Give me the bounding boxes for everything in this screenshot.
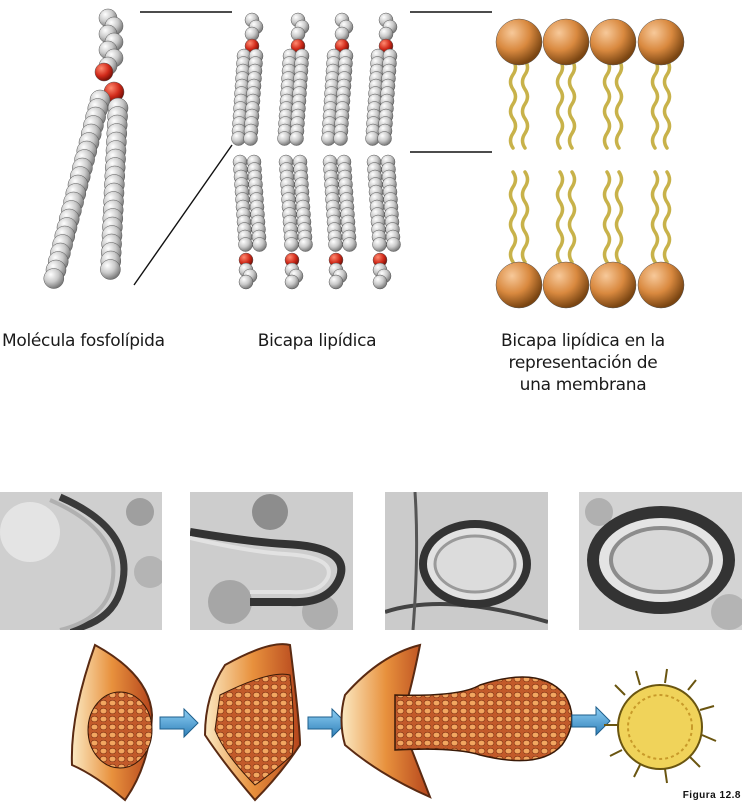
phosphate-head bbox=[590, 262, 636, 308]
vesicle-stage-3 bbox=[342, 645, 572, 797]
atom bbox=[285, 238, 299, 252]
phosphate-head bbox=[543, 262, 589, 308]
vesicle-stage-1 bbox=[72, 645, 152, 800]
lipid-tail bbox=[511, 60, 516, 148]
phosphate-head bbox=[496, 19, 542, 65]
lipid-tail bbox=[558, 60, 563, 148]
vesicle-stage-2 bbox=[205, 644, 300, 800]
caption-line: Bicapa lipídica en la bbox=[478, 330, 688, 352]
phosphate-head bbox=[543, 19, 589, 65]
lipid-tail bbox=[605, 172, 610, 262]
atom bbox=[239, 275, 253, 289]
lipid-tail bbox=[558, 172, 563, 262]
phosphate-head bbox=[638, 262, 684, 308]
lipid-tail bbox=[570, 172, 575, 262]
atom bbox=[299, 238, 313, 252]
lipid-tail bbox=[653, 60, 658, 148]
atom bbox=[239, 238, 253, 252]
space-filling-bilayer bbox=[232, 13, 401, 289]
lipid-tail bbox=[617, 172, 622, 262]
lipid-tail bbox=[523, 172, 528, 262]
atom bbox=[334, 132, 348, 146]
caption-lipid-bilayer: Bicapa lipídica bbox=[232, 330, 402, 352]
lipid-tail bbox=[653, 172, 658, 262]
atom bbox=[373, 275, 387, 289]
phosphate-head bbox=[590, 19, 636, 65]
atom bbox=[253, 238, 267, 252]
vesicle-stage-4 bbox=[604, 669, 716, 783]
lipid-tail bbox=[605, 60, 610, 148]
caption-phospholipid-molecule: Molécula fosfolípida bbox=[2, 330, 192, 352]
atom bbox=[290, 132, 304, 146]
atom bbox=[244, 132, 258, 146]
atom bbox=[373, 238, 387, 252]
arrow-icon bbox=[572, 707, 610, 735]
micrograph-image bbox=[579, 492, 742, 630]
lipid-tail bbox=[665, 172, 670, 262]
phosphate-head bbox=[638, 19, 684, 65]
phosphate-head bbox=[496, 262, 542, 308]
micrograph-image bbox=[385, 492, 548, 630]
atom bbox=[378, 132, 392, 146]
lipid-tail bbox=[665, 60, 670, 148]
atom bbox=[329, 238, 343, 252]
micrograph-1 bbox=[0, 492, 162, 630]
micrograph-image bbox=[0, 492, 162, 630]
figure-label: Figura 12.8 bbox=[683, 790, 741, 801]
arrow-icon bbox=[160, 709, 198, 737]
atom bbox=[44, 269, 64, 289]
arrow-icon bbox=[308, 709, 346, 737]
lipid-tail bbox=[570, 60, 575, 148]
caption-line: representación de bbox=[478, 352, 688, 374]
micrograph-2 bbox=[190, 492, 353, 630]
caption-membrane-representation: Bicapa lipídica en la representación de … bbox=[478, 330, 688, 396]
membrane-representation bbox=[496, 19, 684, 308]
atom bbox=[285, 275, 299, 289]
atom bbox=[329, 275, 343, 289]
micrograph-3 bbox=[385, 492, 548, 630]
atom bbox=[343, 238, 357, 252]
atom bbox=[100, 260, 120, 280]
micrograph-4 bbox=[579, 492, 742, 630]
phospholipid-molecule bbox=[44, 9, 128, 289]
micrograph-image bbox=[190, 492, 353, 630]
connector-lines bbox=[134, 12, 492, 285]
lipid-tail bbox=[523, 60, 528, 148]
vesicle-formation-diagram bbox=[0, 635, 755, 809]
oxygen-atom bbox=[95, 63, 113, 81]
lipid-tail bbox=[511, 172, 516, 262]
lipid-tail bbox=[617, 60, 622, 148]
caption-line: una membrana bbox=[478, 374, 688, 396]
atom bbox=[387, 238, 401, 252]
